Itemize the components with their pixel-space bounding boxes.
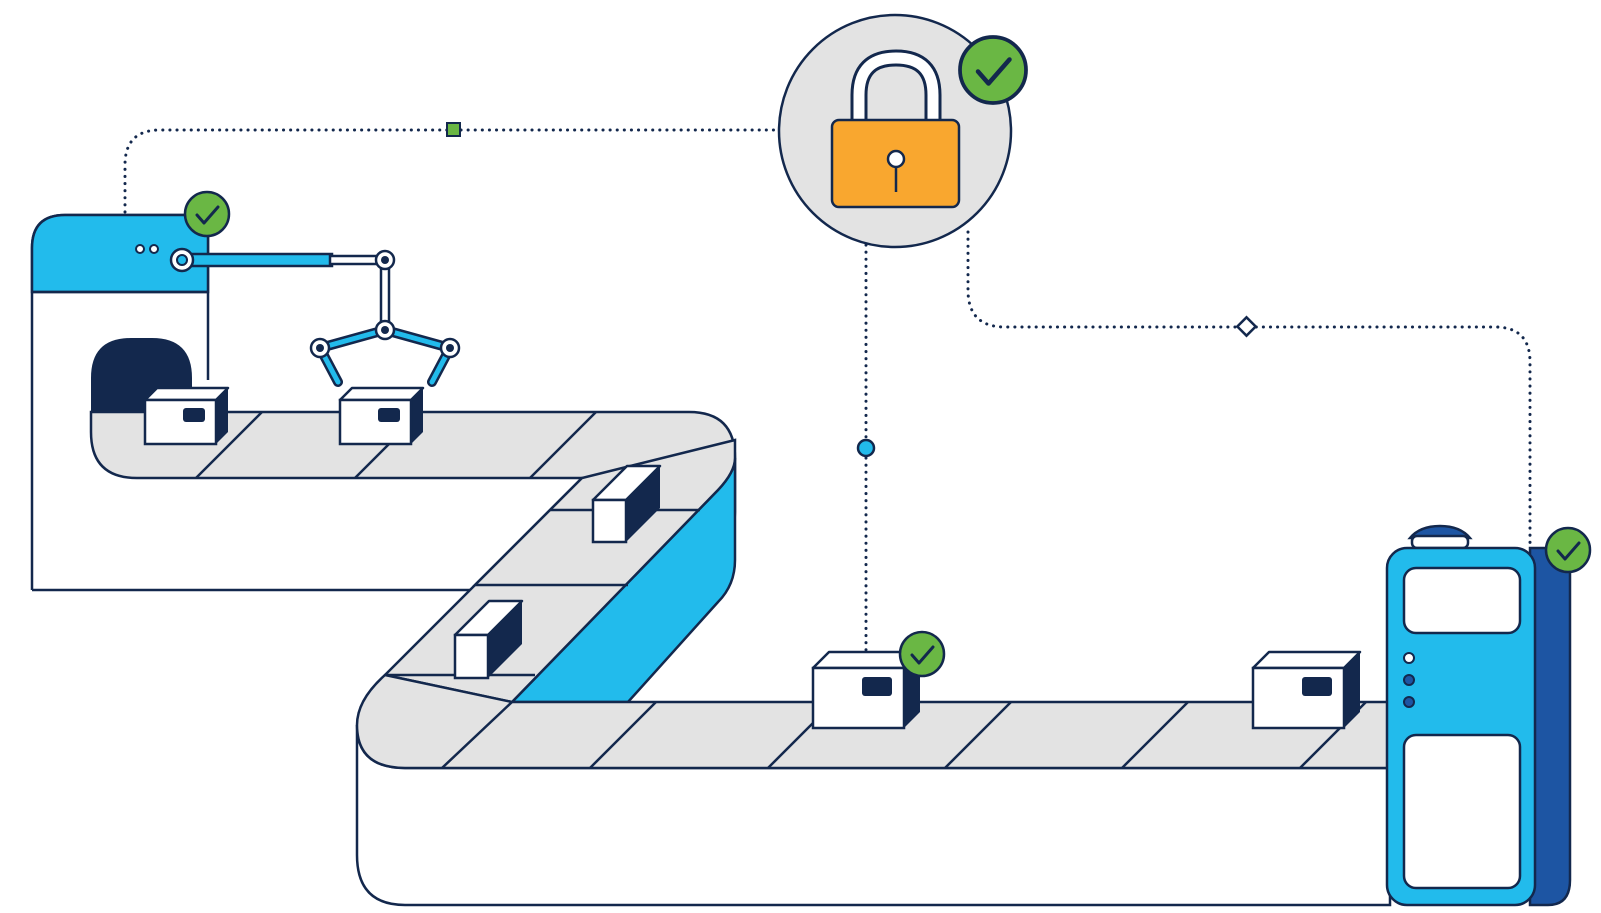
connector-square-marker (446, 122, 461, 137)
indicator-light (1403, 652, 1415, 664)
indicator-light (149, 244, 159, 254)
box-icon (1251, 650, 1362, 730)
connector-dot-marker (856, 438, 876, 458)
indicator-light (1403, 696, 1415, 708)
indicator-light (135, 244, 145, 254)
padlock-icon (777, 13, 1013, 249)
connector-diamond-marker (1235, 315, 1258, 338)
box-icon (338, 386, 425, 446)
connector-lock-to-machine (966, 230, 1532, 550)
robotic-arm-icon (169, 247, 461, 387)
conveyor-belt-lower (355, 673, 1392, 907)
checkmark-icon (960, 37, 1026, 103)
checkmark-icon (898, 630, 946, 678)
box-icon (453, 599, 524, 680)
box-icon (811, 650, 922, 730)
conveyor-belt-diagonal (382, 438, 737, 704)
checkmark-icon (1544, 526, 1592, 574)
end-machine (1385, 524, 1572, 907)
indicator-light (1403, 674, 1415, 686)
box-icon (143, 386, 230, 446)
box-icon (591, 464, 662, 544)
checkmark-icon (183, 190, 231, 238)
